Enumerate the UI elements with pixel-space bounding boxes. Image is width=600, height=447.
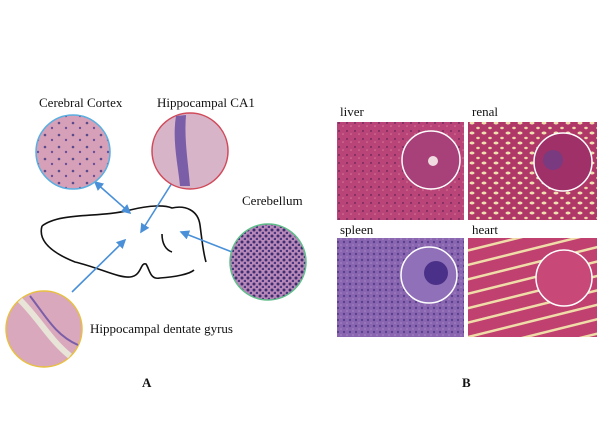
label-hippocampal-ca1: Hippocampal CA1: [157, 95, 255, 110]
heart-micrograph: [468, 238, 597, 337]
label-cerebellum: Cerebellum: [242, 193, 303, 208]
dentate-gyrus-micrograph: [5, 290, 83, 368]
label-heart: heart: [472, 222, 498, 237]
hippocampal-ca1-micrograph: [151, 112, 229, 190]
label-spleen: spleen: [340, 222, 374, 237]
brain-outline: [40, 205, 207, 280]
label-dentate-gyrus: Hippocampal dentate gyrus: [90, 321, 233, 336]
arrow-cerebellum: [179, 230, 233, 253]
liver-micrograph: [337, 122, 464, 220]
label-renal: renal: [472, 104, 498, 119]
spleen-micrograph: [337, 238, 464, 337]
arrow-dentate: [71, 238, 127, 293]
cerebellum-micrograph: [229, 223, 307, 301]
label-liver: liver: [340, 104, 364, 119]
cerebral-cortex-micrograph: [35, 114, 111, 190]
arrow-ca1: [140, 182, 173, 234]
arrow-cortex: [93, 180, 132, 215]
panel-b-label: B: [462, 375, 471, 390]
label-cerebral-cortex: Cerebral Cortex: [39, 95, 123, 110]
renal-micrograph: [468, 122, 597, 220]
panel-a-label: A: [142, 375, 152, 390]
